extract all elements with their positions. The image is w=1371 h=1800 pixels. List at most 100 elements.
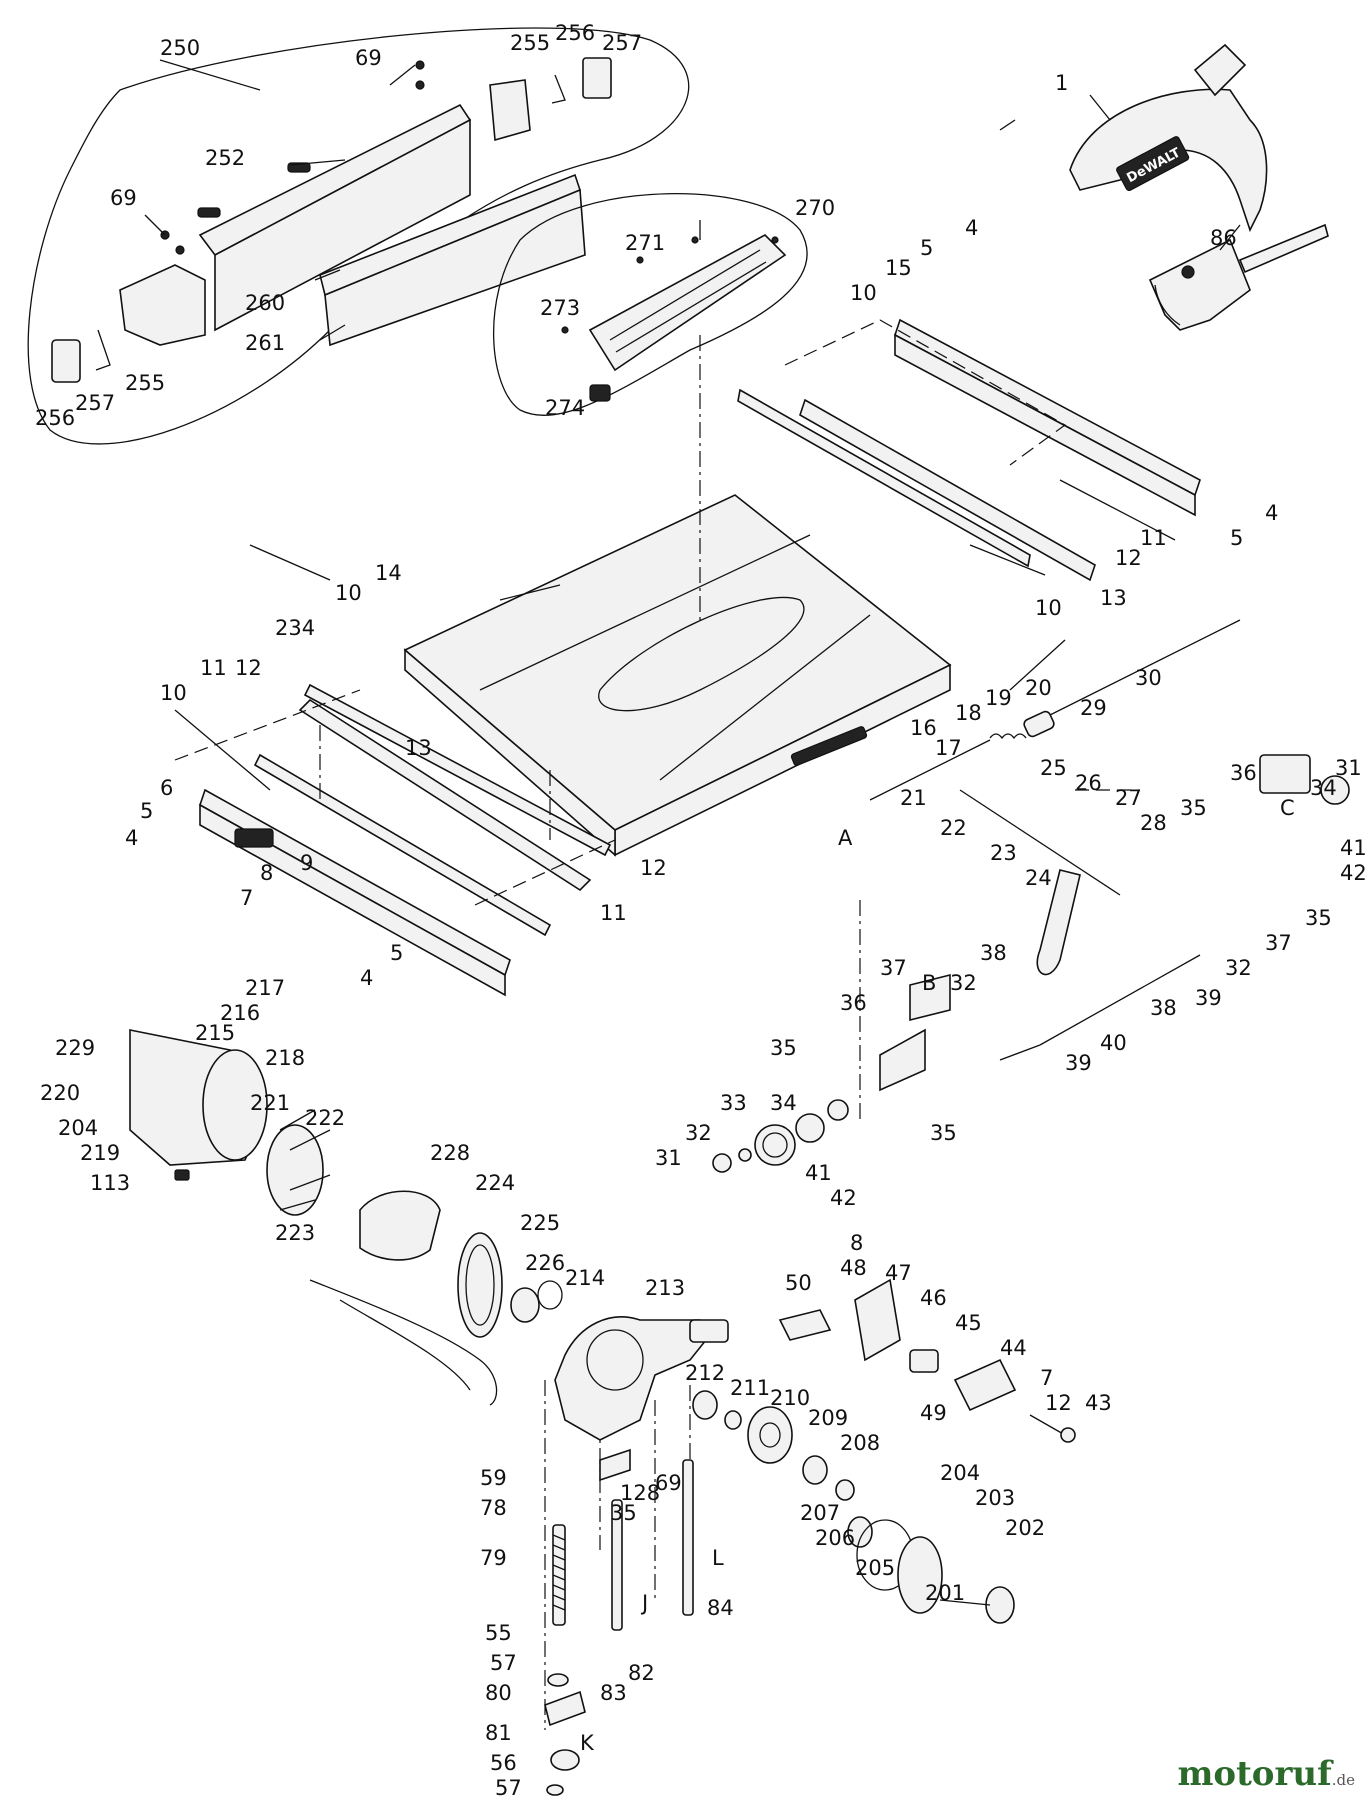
part-label: 219	[80, 1141, 120, 1165]
part-label: 222	[305, 1106, 345, 1130]
part-label: 5	[140, 799, 153, 823]
part-label: 24	[1025, 866, 1052, 890]
part-label: 7	[240, 886, 253, 910]
arbor-lock	[778, 1278, 1076, 1443]
part-label: 5	[390, 941, 403, 965]
part-label: 211	[730, 1376, 770, 1400]
part-label: 215	[195, 1021, 235, 1045]
part-label: 34	[1310, 776, 1337, 800]
part-label: 69	[655, 1471, 682, 1495]
part-label: 250	[160, 36, 200, 60]
part-label: 10	[335, 581, 362, 605]
part-label: 7	[1040, 1366, 1053, 1390]
part-label: 55	[485, 1621, 512, 1645]
fence-handle	[51, 339, 81, 383]
part-label: 14	[375, 561, 402, 585]
part-label: 32	[685, 1121, 712, 1145]
part-label: 128	[620, 1481, 660, 1505]
part-label: 25	[1040, 756, 1067, 780]
trunnion-gears	[712, 973, 951, 1173]
part-label: 40	[1100, 1031, 1127, 1055]
part-label: 255	[510, 31, 550, 55]
part-label: 5	[1230, 526, 1243, 550]
part-label: 35	[610, 1501, 637, 1525]
reference-label: B	[922, 971, 936, 995]
part-label: 220	[40, 1081, 80, 1105]
part-label: 228	[430, 1141, 470, 1165]
part-label: 83	[600, 1681, 627, 1705]
part-label: 37	[880, 956, 907, 980]
gearcase	[554, 1316, 1015, 1624]
part-label: 218	[265, 1046, 305, 1070]
part-label: 4	[1265, 501, 1278, 525]
part-label: 19	[985, 686, 1012, 710]
part-label: 28	[1140, 811, 1167, 835]
part-label: 8	[850, 1231, 863, 1255]
part-label: 84	[707, 1596, 734, 1620]
part-label: 39	[1195, 986, 1222, 1010]
part-label: 204	[940, 1461, 980, 1485]
part-label: 31	[655, 1146, 682, 1170]
part-label: 261	[245, 331, 285, 355]
part-label: 4	[360, 966, 373, 990]
part-label: 69	[110, 186, 137, 210]
part-label: 31	[1335, 756, 1362, 780]
part-label: 224	[475, 1171, 515, 1195]
part-label: 39	[1065, 1051, 1092, 1075]
part-label: 21	[900, 786, 927, 810]
part-label: 221	[250, 1091, 290, 1115]
part-label: 12	[1115, 546, 1142, 570]
part-label: 1	[1055, 71, 1068, 95]
part-label: 208	[840, 1431, 880, 1455]
rails	[199, 318, 1201, 997]
part-label: 16	[910, 716, 937, 740]
part-label: 36	[1230, 761, 1257, 785]
part-label: 69	[355, 46, 382, 70]
part-label: 59	[480, 1466, 507, 1490]
part-label: 205	[855, 1556, 895, 1580]
part-label: 18	[955, 701, 982, 725]
part-label: 41	[805, 1161, 832, 1185]
part-label: 201	[925, 1581, 965, 1605]
part-label: 41	[1340, 836, 1367, 860]
part-label: 35	[770, 1036, 797, 1060]
part-label: 10	[1035, 596, 1062, 620]
part-label: 38	[1150, 996, 1177, 1020]
part-label: 43	[1085, 1391, 1112, 1415]
part-label: 13	[1100, 586, 1127, 610]
part-label: 212	[685, 1361, 725, 1385]
part-label: 57	[495, 1776, 522, 1800]
part-label: 255	[125, 371, 165, 395]
reference-label: A	[838, 826, 853, 850]
part-label: 256	[555, 21, 595, 45]
reference-label: C	[1280, 796, 1295, 820]
height-adjust-shafts	[544, 1459, 694, 1796]
part-label: 35	[1180, 796, 1207, 820]
part-label: 49	[920, 1401, 947, 1425]
part-label: 223	[275, 1221, 315, 1245]
part-label: 78	[480, 1496, 507, 1520]
watermark: motoruf.de	[1177, 1754, 1355, 1794]
part-label: 209	[808, 1406, 848, 1430]
watermark-suffix: .de	[1331, 1771, 1355, 1789]
throat-plate	[588, 234, 787, 372]
miter-gauge	[1148, 223, 1329, 331]
part-label: 207	[800, 1501, 840, 1525]
part-label: 36	[840, 991, 867, 1015]
part-label: 216	[220, 1001, 260, 1025]
part-label: 79	[480, 1546, 507, 1570]
part-label: 273	[540, 296, 580, 320]
part-label: 34	[770, 1091, 797, 1115]
reference-label: K	[580, 1731, 595, 1755]
reference-label: L	[712, 1546, 724, 1570]
part-label: 225	[520, 1211, 560, 1235]
part-label: 11	[600, 901, 627, 925]
assembly-lines	[174, 319, 1140, 1730]
part-label: 217	[245, 976, 285, 1000]
part-label: 17	[935, 736, 962, 760]
part-label: 12	[640, 856, 667, 880]
part-label: 214	[565, 1266, 605, 1290]
part-label: 204	[58, 1116, 98, 1140]
fence-rear-bracket	[489, 79, 531, 142]
